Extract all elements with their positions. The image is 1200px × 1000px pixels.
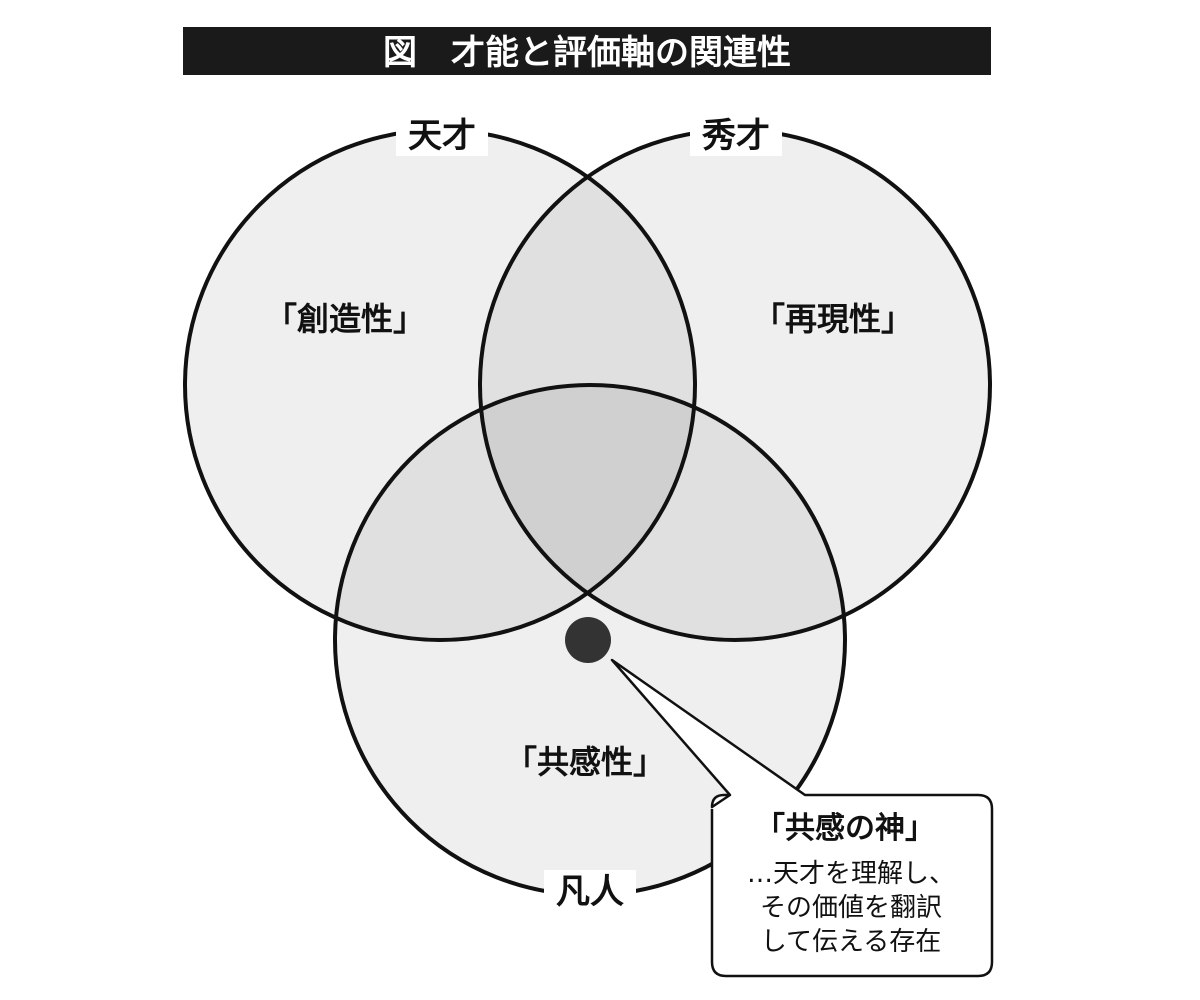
overlap-genius-ordinary <box>335 385 695 640</box>
callout-line-1: …天才を理解し、 <box>747 859 955 889</box>
empathy-god-marker <box>565 617 611 663</box>
callout-balloon <box>610 658 994 978</box>
overlap-talent-ordinary <box>480 385 845 640</box>
callout-line-3: して伝える存在 <box>761 927 941 957</box>
callout-line-2: その価値を翻訳 <box>760 893 942 923</box>
ordinary-label: 凡人 <box>556 872 624 912</box>
title-bar <box>183 27 991 75</box>
reproducibility-label: 「再現性」 <box>753 300 913 338</box>
empathy-label: 「共感性」 <box>505 743 665 781</box>
talent-label: 秀才 <box>701 116 770 156</box>
genius-label: 天才 <box>408 116 476 156</box>
callout-title: 「共感の神」 <box>755 811 935 846</box>
creativity-label: 「創造性」 <box>265 300 425 338</box>
figure-title: 図 才能と評価軸の関連性 <box>383 33 791 73</box>
